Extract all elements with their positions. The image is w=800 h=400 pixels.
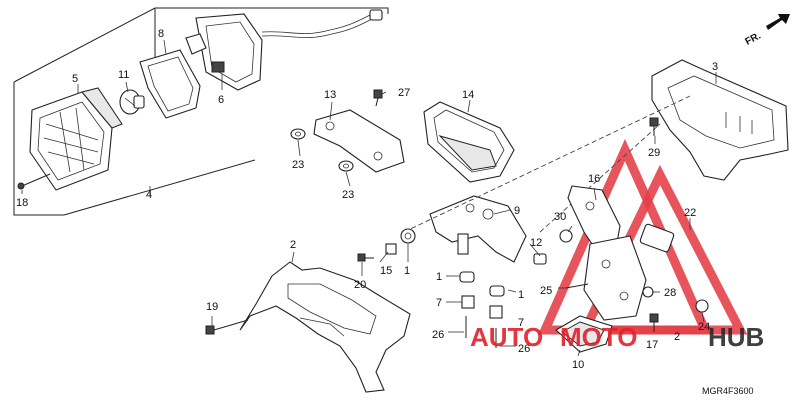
nut-30 [559,229,573,243]
bolt-27 [373,89,383,107]
nut-28 [642,286,654,298]
callout-15: 15 [380,265,392,277]
assembly-outline [13,7,389,216]
callout-29: 29 [648,147,660,159]
callout-23a: 23 [292,159,304,171]
callout-18: 18 [16,197,28,209]
callout-28: 28 [664,287,676,299]
callout-9: 9 [514,205,520,217]
callout-22: 22 [684,207,696,219]
callout-24: 24 [698,321,710,333]
screw-19 [205,319,249,335]
lamp-cover [423,101,515,183]
license-bracket-25 [565,235,647,321]
callout-19: 19 [206,301,218,313]
callout-20: 20 [354,279,366,291]
front-arrow-icon [766,14,790,30]
callout-1b: 1 [436,271,442,283]
drawing-code: MGR4F3600 [702,386,754,396]
screw-29 [649,117,659,136]
collar-7a [461,295,475,309]
callout-2b: 2 [674,331,680,343]
grommet-1-left [459,271,475,283]
watermark-text-left: AUTO [470,322,543,352]
callout-23b: 23 [342,189,354,201]
leader-lines [21,39,717,357]
callout-7a: 7 [436,297,442,309]
rubber-15 [385,243,397,255]
callout-labels: 5 11 8 6 4 18 23 23 13 27 14 3 29 9 12 1… [16,28,718,371]
callout-12: 12 [530,237,542,249]
bracket-13 [313,109,405,173]
callout-5: 5 [72,73,78,85]
callout-14: 14 [462,89,474,101]
callout-1c: 1 [518,289,524,301]
reflector-10 [555,315,613,353]
grommet-1-upper [400,228,416,244]
callout-2a: 2 [290,239,296,251]
callout-10: 10 [572,359,584,371]
callout-25: 25 [540,285,552,297]
lamp-housing [185,9,383,91]
nut-12 [533,253,547,265]
gasket [139,49,201,119]
watermark-text-right: HUB [708,322,764,352]
callout-1a: 1 [404,265,410,277]
mount-plate-9 [429,195,527,263]
watermark-text: AUTO MOTO HUB [470,322,764,352]
rear-frame-3 [651,59,789,181]
callout-11: 11 [118,69,129,81]
tail-lamp-lens [29,87,123,191]
washer-23b [338,160,354,172]
screw-17 [649,313,659,332]
callout-3: 3 [712,61,718,73]
watermark-text-mid: MOTO [560,322,638,352]
callout-30: 30 [554,211,566,223]
callout-17: 17 [646,339,658,351]
callout-8: 8 [158,28,164,40]
grommet-22 [639,223,675,253]
screw-18 [17,173,51,190]
callout-13: 13 [324,89,336,101]
bolt-20 [357,253,374,262]
front-label: FR. [744,30,764,47]
callout-7b: 7 [518,317,524,329]
callout-4: 4 [146,189,152,201]
grommet-1-right [489,285,505,297]
callout-27: 27 [398,87,410,99]
callout-16: 16 [588,173,600,185]
alignment-line [403,95,691,233]
alignment-line-2 [539,123,661,233]
collar-7b [489,305,503,319]
nut-24 [695,299,709,313]
front-direction-indicator: FR. [744,14,790,48]
washer-23a [290,128,306,140]
bulb [119,89,145,115]
rear-fender-2 [239,261,411,393]
callout-26b: 26 [518,343,530,355]
callout-26a: 26 [432,329,444,341]
callout-6: 6 [218,94,224,106]
